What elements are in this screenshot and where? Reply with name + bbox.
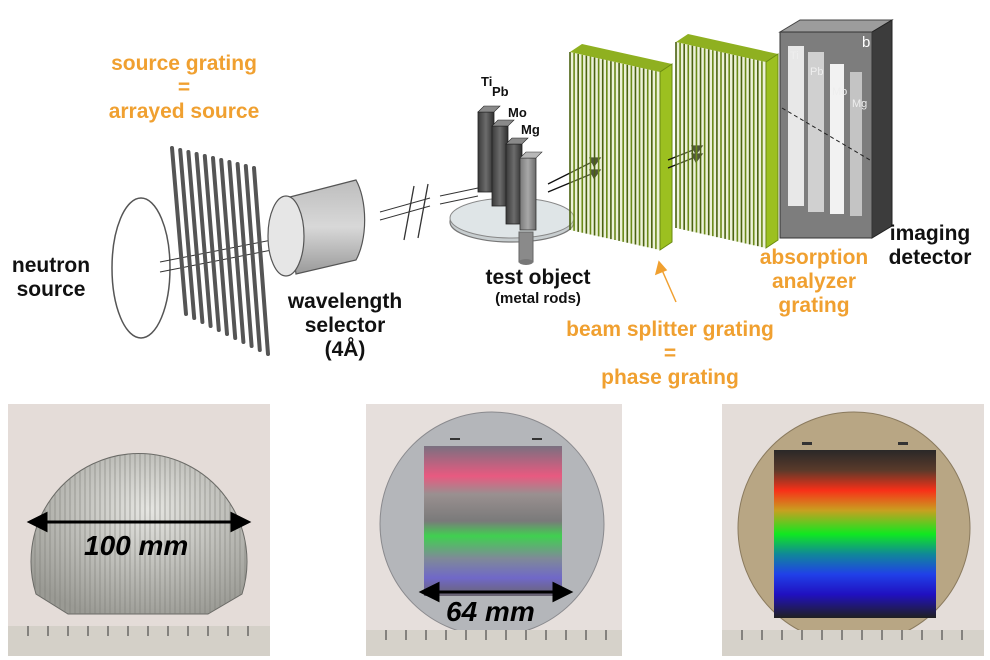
- beam-splitter-label: beam splitter grating = phase grating: [566, 318, 774, 390]
- grating-side-edge: [765, 53, 779, 249]
- source-wafer-dimension: 100 mm: [84, 530, 189, 561]
- rod-label-mg: Mg: [521, 122, 540, 137]
- metal-rods: [477, 105, 543, 231]
- setup-schematic: [111, 19, 894, 356]
- detector-label-ti: Ti: [790, 50, 799, 62]
- source-grating-bar: [194, 152, 213, 328]
- analyzer-grating-photo: [722, 404, 984, 656]
- source-grating-bar: [227, 160, 246, 344]
- rod-label-mo: Mo: [508, 105, 527, 120]
- source-grating-bar: [235, 162, 254, 348]
- source-grating-photo: 100 mm: [8, 404, 270, 656]
- detector-label-pb: Pb: [810, 66, 824, 78]
- neutron-source-label: neutron source: [11, 254, 91, 302]
- wavelength-selector-label: wavelength selector (4Å): [287, 290, 403, 362]
- source-grating-bar: [219, 158, 238, 340]
- source-grating-label: source grating = arrayed source: [108, 52, 260, 124]
- test-object-label: test object (metal rods): [485, 266, 591, 308]
- grating-side-edge: [659, 63, 673, 251]
- detector-label-mg: Mg: [852, 98, 868, 110]
- phase-wafer-dimension: 64 mm: [446, 596, 535, 627]
- phase-grating-photo: 64 mm: [366, 404, 622, 656]
- grating-top-edge: [570, 44, 672, 72]
- dimension-arrow: [26, 511, 252, 533]
- source-grating-bar: [202, 154, 221, 332]
- detector-label-mo: Mo: [832, 86, 848, 98]
- source-grating-bar: [178, 148, 197, 320]
- source-grating-bar: [252, 166, 270, 356]
- analyzer-grating: [675, 34, 779, 249]
- phase-grating: [569, 44, 673, 251]
- imaging-detector-label: imaging detector: [888, 222, 972, 270]
- rod-label-ti: Ti: [481, 74, 493, 89]
- rod-label-pb: Pb: [492, 84, 509, 99]
- grating-top-edge: [676, 34, 778, 62]
- detector-panel-letter: b: [862, 34, 871, 51]
- pointer-arrow: [654, 260, 677, 303]
- wavelength-selector-cylinder: [267, 179, 366, 277]
- source-grating-bar: [186, 150, 205, 324]
- source-grating-bar: [211, 156, 229, 336]
- source-grating-bars: [170, 146, 270, 356]
- beam-break-marks: [403, 183, 429, 241]
- source-grating-bar: [243, 164, 262, 352]
- dimension-arrow: [418, 581, 574, 603]
- analyzer-grating-label: absorption analyzer grating: [759, 246, 869, 318]
- source-grating-bar: [170, 146, 188, 316]
- imaging-detector: [778, 19, 894, 239]
- neutron-source-disk: [111, 197, 171, 339]
